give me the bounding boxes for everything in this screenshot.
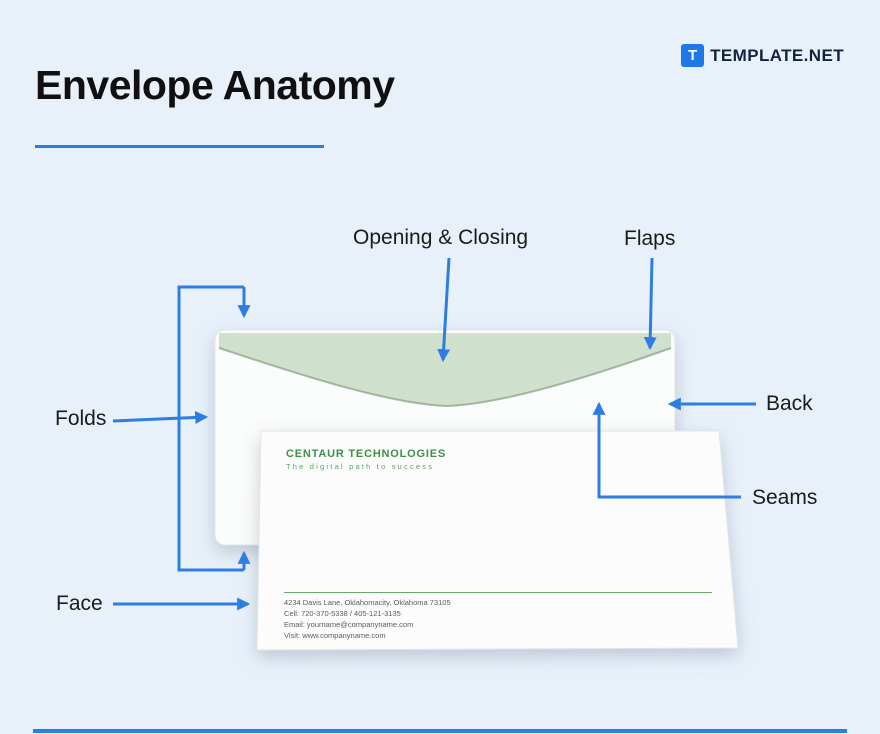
envelope-contact-block: 4234 Davis Lane, Oklahomacity, Oklahoma … bbox=[284, 597, 451, 641]
brand-tld-text: .NET bbox=[803, 45, 844, 65]
page-title: Envelope Anatomy bbox=[35, 62, 395, 108]
label-seams: Seams bbox=[752, 486, 818, 509]
envelope-email-line: Email: yourname@companyname.com bbox=[284, 620, 414, 629]
envelope-tagline: The digital path to success bbox=[286, 462, 435, 471]
envelope-face-body bbox=[256, 430, 739, 651]
brand-logo: T TEMPLATE.NET bbox=[681, 44, 844, 67]
envelope-flap-inside bbox=[219, 333, 671, 406]
title-underline bbox=[35, 145, 324, 148]
label-face: Face bbox=[56, 592, 103, 615]
template-net-logo-icon: T bbox=[681, 44, 705, 67]
arrow-flaps bbox=[643, 257, 657, 351]
brand-name-text: TEMPLATE bbox=[710, 45, 804, 65]
arrow-opening-closing bbox=[437, 257, 451, 363]
envelope-address-line: 4234 Davis Lane, Oklahomacity, Oklahoma … bbox=[284, 598, 451, 607]
label-opening-closing: Opening & Closing bbox=[353, 226, 529, 249]
envelope-front bbox=[256, 430, 739, 651]
arrow-folds bbox=[112, 410, 209, 424]
callout-arrows bbox=[112, 257, 756, 611]
label-back: Back bbox=[766, 392, 813, 415]
label-flaps: Flaps bbox=[624, 227, 676, 250]
brand-name: TEMPLATE.NET bbox=[710, 46, 844, 66]
envelope-website-line: Visit: www.companyname.com bbox=[284, 631, 386, 640]
envelope-divider-line bbox=[284, 592, 712, 593]
label-folds: Folds bbox=[55, 407, 107, 430]
flap-edge-shadow bbox=[218, 347, 672, 408]
envelope-company-name: CENTAUR TECHNOLOGIES bbox=[286, 448, 447, 460]
folds-bracket bbox=[177, 285, 244, 572]
footer-accent-bar bbox=[33, 729, 847, 733]
envelope-phone-line: Cell: 720-370-5338 / 405-121-3135 bbox=[284, 609, 401, 618]
arrow-seams bbox=[592, 401, 741, 499]
